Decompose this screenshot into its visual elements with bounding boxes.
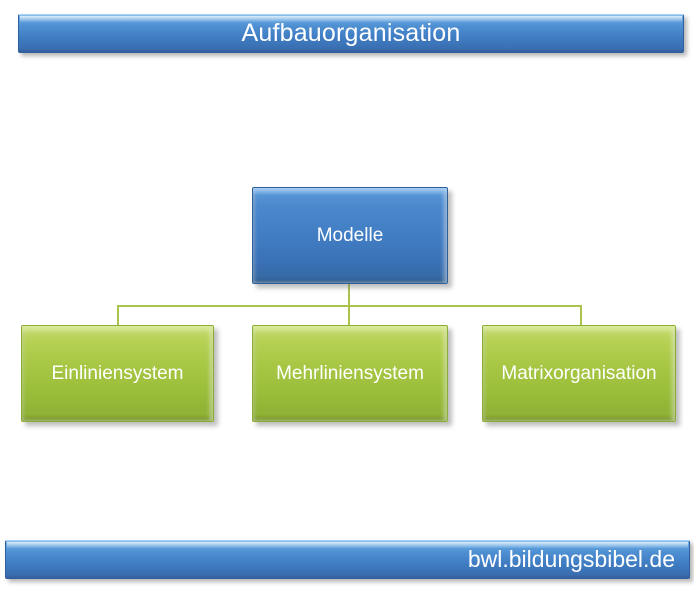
header-title-bar: Aufbauorganisation xyxy=(18,14,684,53)
node-einliniensystem[interactable]: Einliniensystem xyxy=(21,325,214,422)
node-mehrliniensystem[interactable]: Mehrliniensystem xyxy=(252,325,448,422)
connector-root-stem xyxy=(348,283,350,307)
node-matrixorganisation-label: Matrixorganisation xyxy=(501,362,657,384)
connector-branch-einliniensystem xyxy=(117,305,119,327)
page-title: Aufbauorganisation xyxy=(241,19,461,47)
source-attribution: bwl.bildungsbibel.de xyxy=(467,546,675,572)
footer-source-bar: bwl.bildungsbibel.de xyxy=(5,540,690,579)
connector-branch-mehrliniensystem xyxy=(348,305,350,327)
node-modelle-label: Modelle xyxy=(316,224,384,246)
node-mehrliniensystem-label: Mehrliniensystem xyxy=(276,362,424,384)
node-matrixorganisation[interactable]: Matrixorganisation xyxy=(482,325,676,422)
node-einliniensystem-label: Einliniensystem xyxy=(51,362,184,384)
node-modelle[interactable]: Modelle xyxy=(252,187,448,284)
connector-branch-matrixorganisation xyxy=(580,305,582,327)
